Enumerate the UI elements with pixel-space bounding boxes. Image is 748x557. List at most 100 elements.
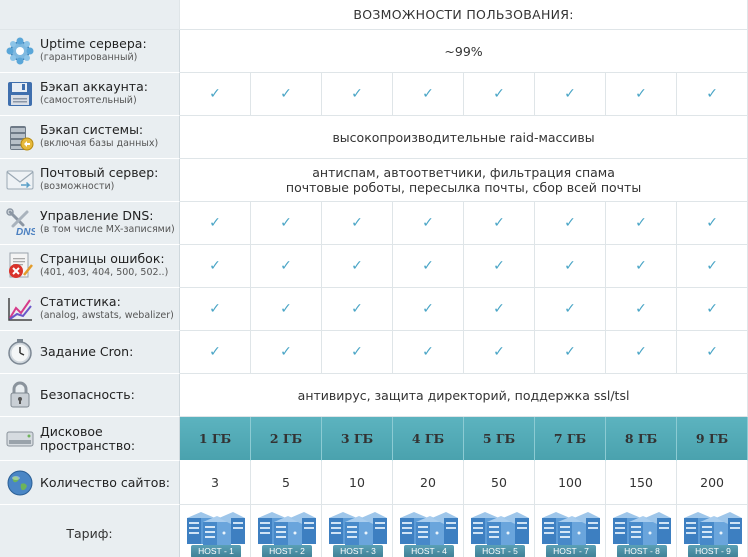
check-icon: ✓ — [351, 301, 363, 317]
server-rack-icon[interactable] — [609, 511, 673, 553]
disk-value-cell: 4 ГБ — [393, 417, 464, 461]
feature-text-line: антиспам, автоответчики, фильтрация спам… — [312, 165, 615, 180]
feature-check-cell: ✓ — [464, 288, 535, 331]
feature-text-cell: антивирус, защита директорий, поддержка … — [180, 374, 748, 417]
check-icon: ✓ — [635, 86, 647, 102]
table-header-title: ВОЗМОЖНОСТИ ПОЛЬЗОВАНИЯ: — [180, 0, 748, 30]
tariff-plan-cell[interactable]: HOST - 3 — [322, 505, 393, 557]
row-label-subtitle: (возможности) — [40, 181, 115, 192]
row-label: Страницы ошибок:(401, 403, 404, 500, 502… — [0, 245, 180, 288]
feature-check-cell: ✓ — [180, 73, 251, 116]
feature-row: Задание Cron:✓✓✓✓✓✓✓✓ — [0, 331, 748, 374]
tariff-plan-badge[interactable]: HOST - 7 — [546, 544, 596, 557]
disk-value-cell: 9 ГБ — [677, 417, 748, 461]
statistics-chart-icon — [4, 293, 36, 325]
feature-check-cell: ✓ — [535, 73, 606, 116]
dns-tools-icon: DNS — [4, 207, 36, 239]
tariff-plan-badge[interactable]: HOST - 4 — [404, 544, 454, 557]
check-icon: ✓ — [635, 258, 647, 274]
check-icon: ✓ — [351, 258, 363, 274]
feature-check-cell: ✓ — [606, 202, 677, 245]
server-rack-icon[interactable] — [680, 511, 744, 553]
feature-text-cell: ~99% — [180, 30, 748, 73]
server-rack-icon[interactable] — [183, 511, 247, 553]
row-label: Безопасность: — [0, 374, 180, 417]
row-label-subtitle: (гарантированный) — [40, 52, 138, 63]
server-rack-icon[interactable] — [538, 511, 602, 553]
svg-text:DNS: DNS — [16, 227, 35, 238]
check-icon: ✓ — [706, 344, 718, 360]
check-icon: ✓ — [422, 86, 434, 102]
tariff-plan-badge[interactable]: HOST - 3 — [333, 544, 383, 557]
row-label-title: Безопасность: — [40, 387, 135, 402]
tariff-plan-cell[interactable]: HOST - 9 — [677, 505, 748, 557]
feature-row: Бэкап системы:(включая базы данных) высок… — [0, 116, 748, 159]
header-row: ВОЗМОЖНОСТИ ПОЛЬЗОВАНИЯ: — [0, 0, 748, 30]
mail-icon — [4, 164, 36, 196]
tariff-plan-badge[interactable]: HOST - 5 — [475, 544, 525, 557]
tariff-plan-badge[interactable]: HOST - 8 — [617, 544, 667, 557]
feature-check-cell: ✓ — [606, 288, 677, 331]
network-icon — [4, 35, 36, 67]
check-icon: ✓ — [493, 86, 505, 102]
row-label-subtitle: (самостоятельный) — [40, 95, 137, 106]
feature-row: Uptime сервера:(гарантированный) ~99% — [0, 30, 748, 73]
row-label: Бэкап системы:(включая базы данных) — [0, 116, 180, 159]
server-rack-icon[interactable] — [467, 511, 531, 553]
feature-check-cell: ✓ — [251, 245, 322, 288]
check-icon: ✓ — [209, 258, 221, 274]
check-icon: ✓ — [351, 86, 363, 102]
tariff-plan-cell[interactable]: HOST - 2 — [251, 505, 322, 557]
floppy-disk-icon — [4, 78, 36, 110]
check-icon: ✓ — [209, 215, 221, 231]
tariff-plan-badge[interactable]: HOST - 9 — [688, 544, 739, 557]
feature-check-cell: ✓ — [535, 288, 606, 331]
server-rack-icon[interactable] — [325, 511, 389, 553]
server-rack-icon[interactable] — [254, 511, 318, 553]
tariff-plan-cell[interactable]: HOST - 8 — [606, 505, 677, 557]
check-icon: ✓ — [280, 86, 292, 102]
tariff-plan-cell[interactable]: HOST - 1 — [180, 505, 251, 557]
check-icon: ✓ — [280, 215, 292, 231]
tariff-plan-link[interactable]: HOST - 8 — [609, 508, 673, 557]
check-icon: ✓ — [280, 344, 292, 360]
feature-row: DNSУправление DNS:(в том числе MX-запися… — [0, 202, 748, 245]
row-label-subtitle: (включая базы данных) — [40, 138, 159, 149]
tariff-plan-cell[interactable]: HOST - 5 — [464, 505, 535, 557]
tariff-plan-link[interactable]: HOST - 5 — [467, 508, 531, 557]
feature-check-cell: ✓ — [464, 245, 535, 288]
feature-row: Бэкап аккаунта:(самостоятельный) ✓ ✓ ✓ ✓ ✓ ✓ ✓ ✓ — [0, 73, 748, 116]
row-label: Задание Cron: — [0, 331, 180, 374]
row-label-title: Uptime сервера: — [40, 36, 147, 51]
row-label-title: Бэкап аккаунта: — [40, 79, 148, 94]
tariff-plan-link[interactable]: HOST - 9 — [680, 508, 744, 557]
check-icon: ✓ — [706, 86, 718, 102]
tariff-plan-badge[interactable]: HOST - 1 — [191, 544, 241, 557]
disk-value-cell: 3 ГБ — [322, 417, 393, 461]
feature-check-cell: ✓ — [606, 245, 677, 288]
feature-text-line: высокопроизводительные raid-массивы — [332, 129, 595, 145]
check-icon: ✓ — [564, 258, 576, 274]
row-label: Дисковое пространство: — [0, 417, 180, 461]
tariff-plan-cell[interactable]: HOST - 7 — [535, 505, 606, 557]
tariff-plan-link[interactable]: HOST - 1 — [183, 508, 247, 557]
sites-value-cell: 200 — [677, 461, 748, 505]
row-label-title: Почтовый сервер: — [40, 165, 159, 180]
row-label-subtitle: (в том числе MX-записями) — [40, 224, 175, 235]
server-rack-icon[interactable] — [396, 511, 460, 553]
feature-check-cell: ✓ — [464, 331, 535, 374]
feature-check-cell: ✓ — [180, 202, 251, 245]
tariff-plan-cell[interactable]: HOST - 4 — [393, 505, 464, 557]
tariff-plan-link[interactable]: HOST - 4 — [396, 508, 460, 557]
check-icon: ✓ — [635, 301, 647, 317]
tariff-plan-link[interactable]: HOST - 2 — [254, 508, 318, 557]
row-label-title: Статистика: — [40, 294, 121, 309]
tariff-plan-link[interactable]: HOST - 3 — [325, 508, 389, 557]
sites-value-cell: 20 — [393, 461, 464, 505]
tariff-plan-link[interactable]: HOST - 7 — [538, 508, 602, 557]
disk-value-cell: 5 ГБ — [464, 417, 535, 461]
tariff-plan-badge[interactable]: HOST - 2 — [262, 544, 312, 557]
check-icon: ✓ — [209, 301, 221, 317]
check-icon: ✓ — [635, 344, 647, 360]
feature-check-cell: ✓ — [322, 73, 393, 116]
